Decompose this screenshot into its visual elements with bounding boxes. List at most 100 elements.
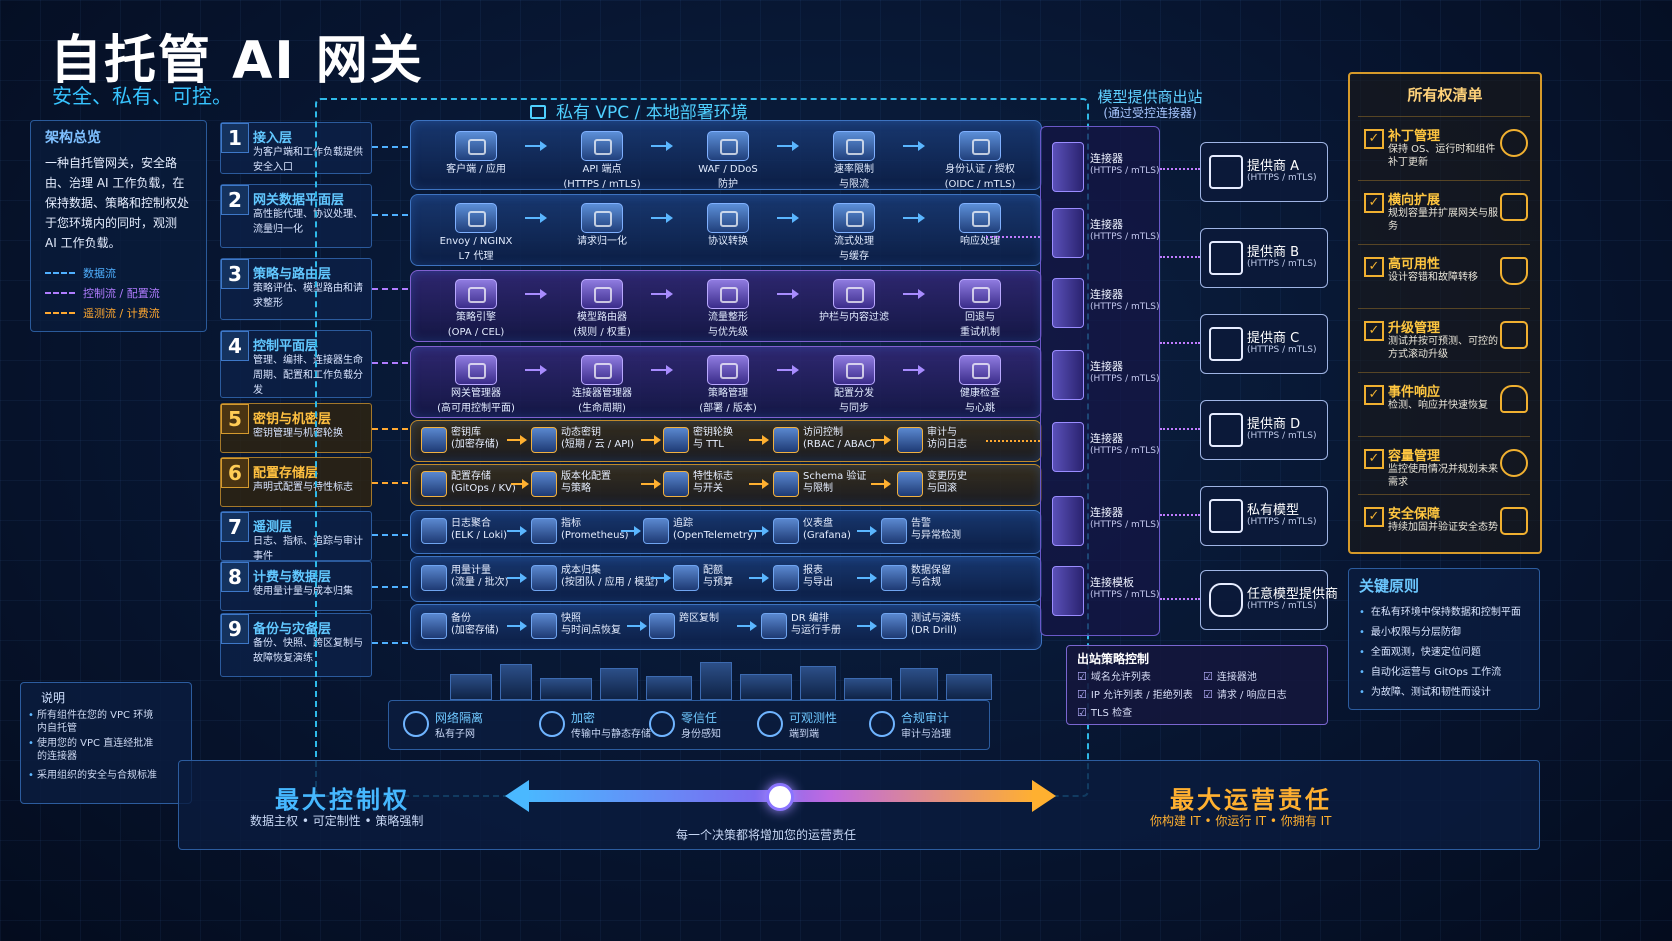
connector-sub: (HTTPS / mTLS) — [1090, 446, 1160, 456]
polyhedron-icon — [1209, 499, 1243, 533]
arrow-left-icon — [505, 780, 529, 812]
providers-subtitle: (通过受控连接器) — [1103, 106, 1197, 120]
component-sublabel: 与合规 — [911, 577, 941, 588]
component-sublabel: 与预算 — [703, 577, 733, 588]
access-icon — [773, 427, 799, 453]
legend-telemetry-flow: 遥测流 / 计费流 — [45, 303, 192, 323]
component-sublabel: 与回滚 — [927, 483, 957, 494]
layer-desc: 日志、指标、追踪与审计事件 — [253, 536, 363, 562]
component-config-distribution: 配置分发与同步 — [799, 355, 909, 415]
component-sublabel: 与同步 — [839, 403, 869, 414]
provider-any[interactable]: 任意模型提供商(HTTPS / mTLS) — [1200, 570, 1338, 630]
checkbox-icon: ✓ — [1364, 257, 1384, 277]
ownership-name: 容量管理 — [1388, 449, 1441, 464]
component-label: 配额 — [703, 565, 723, 576]
ownership-desc: 保持 OS、运行时和组件补丁更新 — [1388, 144, 1496, 168]
server-icon — [1052, 422, 1084, 472]
provider-b[interactable]: 提供商 B(HTTPS / mTLS) — [1200, 228, 1328, 288]
compliance-icon — [869, 711, 895, 737]
component-sublabel: 与导出 — [803, 577, 833, 588]
component-response: 响应处理 — [925, 203, 1035, 251]
component-label: 速率限制 — [834, 164, 874, 175]
provider-d[interactable]: 提供商 D(HTTPS / mTLS) — [1200, 400, 1328, 460]
provider-sub: (HTTPS / mTLS) — [1247, 517, 1317, 527]
flow-arrow — [903, 365, 925, 375]
component-label: 用量计量 — [451, 565, 491, 576]
connector-7: 连接模板(HTTPS / mTLS) — [1052, 566, 1160, 618]
component-sublabel: (按团队 / 应用 / 模型) — [561, 577, 659, 588]
dashboard-icon — [773, 518, 799, 544]
principle-item: 自动化运营与 GitOps 工作流 — [1359, 663, 1501, 678]
component-label: 请求归一化 — [577, 236, 627, 247]
provider-private-model[interactable]: 私有模型(HTTPS / mTLS) — [1200, 486, 1328, 546]
provider-c[interactable]: 提供商 C(HTTPS / mTLS) — [1200, 314, 1328, 374]
component-model-router: 模型路由器(规则 / 权重) — [547, 279, 657, 339]
component-sublabel: (OpenTelemetry) — [673, 530, 757, 541]
egress-check-request-log: 请求 / 响应日志 — [1203, 686, 1287, 701]
flow-arrow — [507, 435, 527, 445]
tradeoff-slider-knob[interactable] — [766, 783, 794, 811]
provider-name: 提供商 C — [1247, 331, 1300, 346]
principle-item: 最小权限与分层防御 — [1359, 623, 1461, 638]
component-fallback-retry: 回退与重试机制 — [925, 279, 1035, 339]
provider-a[interactable]: 提供商 A(HTTPS / mTLS) — [1200, 142, 1328, 202]
retry-icon — [959, 279, 1001, 309]
flow-arrow — [651, 213, 673, 223]
observe-icon — [757, 711, 783, 737]
legend-control-flow: 控制流 / 配置流 — [45, 283, 192, 303]
key-principles-panel: 关键原则 在私有环境中保持数据和控制平面 最小权限与分层防御 全面观测，快速定位… — [1348, 568, 1540, 710]
security-title: 可观测性 — [789, 711, 838, 725]
security-title: 网络隔离 — [435, 711, 484, 725]
ownership-item-scale: ✓横向扩展规划容量并扩展网关与服务 — [1358, 180, 1530, 241]
component-policy-engine: 策略引擎(OPA / CEL) — [421, 279, 531, 339]
feed-line — [372, 586, 408, 588]
legend-label: 遥测流 / 计费流 — [83, 307, 160, 320]
component-sublabel: (短期 / 云 / API) — [561, 439, 635, 450]
desktop-icon — [455, 131, 497, 161]
principle-item: 全面观测，快速定位问题 — [1359, 643, 1481, 658]
component-auth: 身份认证 / 授权(OIDC / mTLS) — [925, 131, 1035, 191]
component-health-check: 健康检查与心跳 — [925, 355, 1035, 415]
flow-arrow — [903, 141, 925, 151]
schema-icon — [773, 471, 799, 497]
component-label: 仪表盘 — [803, 518, 833, 529]
connector-sub: (HTTPS / mTLS) — [1090, 232, 1160, 242]
component-label: 身份认证 / 授权 — [945, 164, 1015, 175]
component-sublabel: 与策略 — [561, 483, 591, 494]
security-bar: 网络隔离私有子网 加密传输中与静态存储 零信任身份感知 可观测性端到端 合规审计… — [388, 700, 990, 750]
provider-name: 私有模型 — [1247, 503, 1300, 518]
flag-icon — [663, 471, 689, 497]
traffic-icon — [707, 279, 749, 309]
connector-5: 连接器(HTTPS / mTLS) — [1052, 422, 1160, 474]
component-label: 告警 — [911, 518, 931, 529]
flow-arrow — [651, 573, 671, 583]
connector-name: 连接器 — [1090, 506, 1123, 519]
layer-name: 接入层 — [253, 131, 293, 146]
component-label: API 端点 — [582, 164, 622, 175]
component-sublabel: 访问日志 — [927, 439, 967, 450]
page-subtitle: 安全、私有、可控。 — [52, 84, 232, 108]
component-sublabel: (HTTPS / mTLS) — [563, 179, 641, 190]
rotate-icon — [663, 427, 689, 453]
snapshot-icon — [531, 613, 557, 639]
component-label: 备份 — [451, 613, 471, 624]
feed-line — [372, 428, 408, 430]
ownership-item-capacity: ✓容量管理监控使用情况并规划未来需求 — [1358, 436, 1530, 497]
ownership-desc: 持续加固并验证安全态势 — [1388, 522, 1498, 533]
checkbox-icon: ✓ — [1364, 507, 1384, 527]
egress-check-domain-allowlist: 域名允许列表 — [1077, 668, 1151, 683]
component-label: 变更历史 — [927, 471, 967, 482]
layer-number: 4 — [221, 331, 249, 361]
feed-line — [372, 482, 408, 484]
note-item: 采用组织的安全与合规标准 — [28, 769, 157, 782]
layers-icon — [1209, 241, 1243, 275]
flow-arrow — [511, 479, 529, 489]
component-label: 回退与 — [965, 312, 995, 323]
lock-icon — [959, 131, 1001, 161]
provider-name: 任意模型提供商 — [1247, 587, 1339, 602]
security-title: 合规审计 — [901, 711, 950, 725]
flow-arrow — [651, 141, 673, 151]
layer-number: 5 — [221, 404, 249, 434]
